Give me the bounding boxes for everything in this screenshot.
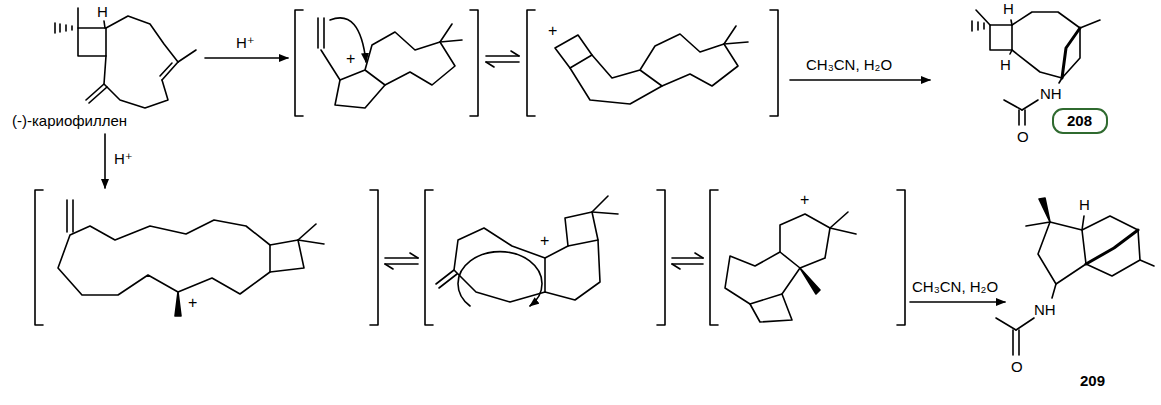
carbocation-structure <box>318 18 462 108</box>
atom-label: H <box>1003 0 1014 17</box>
charge-sign: + <box>548 22 557 39</box>
charge-sign: + <box>346 50 355 67</box>
bracket <box>770 10 778 116</box>
carbocation-structure <box>436 196 618 306</box>
charge-sign: + <box>540 232 549 249</box>
atom-label: O <box>1017 128 1029 145</box>
reagent: H⁺ <box>114 150 133 167</box>
atom-label: H <box>1079 196 1090 213</box>
compound-name: (-)-кариофиллен <box>12 112 127 129</box>
atom-label: NH <box>1034 301 1056 318</box>
equilibrium-arrow <box>672 253 703 269</box>
reagent: CH₃CN, H₂O <box>806 56 892 73</box>
reaction-arrow <box>910 301 1005 303</box>
compound-number: 208 <box>1067 112 1092 129</box>
bracket <box>657 190 665 325</box>
product-structure <box>996 198 1154 355</box>
compound-number-box: 208 <box>1052 108 1108 134</box>
equilibrium-arrow <box>385 253 418 269</box>
atom-label: H <box>1000 56 1011 73</box>
compound-number: 209 <box>1080 372 1105 389</box>
charge-sign: + <box>188 294 197 311</box>
bracket <box>710 190 718 325</box>
bracket <box>425 190 433 325</box>
reagent: CH₃CN, H₂O <box>912 278 998 295</box>
caryophyllene-structure <box>55 8 196 108</box>
carbocation-structure <box>725 212 856 322</box>
reagent: H⁺ <box>236 34 255 51</box>
carbocation-structure <box>58 200 324 316</box>
carbocation-structure <box>555 26 748 104</box>
bracket <box>527 10 535 116</box>
atom-label: O <box>1011 358 1023 375</box>
reaction-arrow <box>790 79 930 81</box>
bracket <box>370 190 378 325</box>
reaction-arrow <box>205 57 288 59</box>
atom-label: NH <box>1040 85 1062 102</box>
bracket <box>470 10 478 116</box>
reaction-arrow <box>104 134 106 188</box>
bracket <box>35 190 43 325</box>
bracket <box>295 10 303 116</box>
atom-label: H <box>97 3 108 20</box>
charge-sign: + <box>800 191 809 208</box>
bracket <box>897 190 905 325</box>
equilibrium-arrow <box>486 51 519 67</box>
